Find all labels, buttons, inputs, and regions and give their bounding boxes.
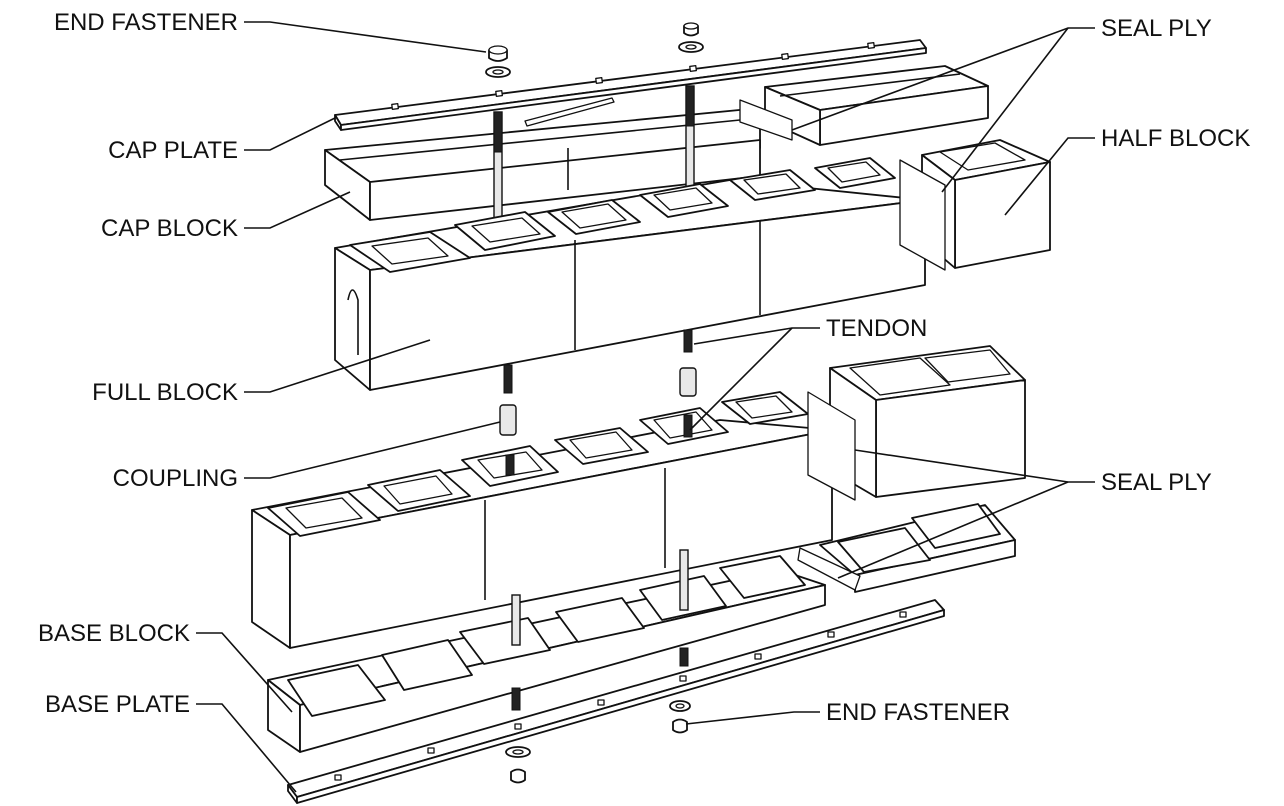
labels: END FASTENER CAP PLATE CAP BLOCK FULL BL… bbox=[38, 9, 1250, 726]
cap-block-right bbox=[739, 65, 989, 146]
cap-block bbox=[324, 88, 761, 221]
half-block bbox=[899, 139, 1051, 271]
lower-block-sockets bbox=[267, 391, 809, 537]
label-seal-ply-bottom: SEAL PLY bbox=[1101, 469, 1212, 496]
label-base-plate: BASE PLATE bbox=[45, 691, 190, 718]
base-plate bbox=[287, 599, 945, 804]
label-cap-block: CAP BLOCK bbox=[101, 215, 238, 242]
label-base-block: BASE BLOCK bbox=[38, 620, 190, 647]
coupling-parts bbox=[499, 329, 697, 436]
end-fastener-top bbox=[485, 22, 704, 78]
label-seal-ply-top: SEAL PLY bbox=[1101, 15, 1212, 42]
label-full-block: FULL BLOCK bbox=[92, 379, 238, 406]
cap-plate-holes bbox=[391, 41, 875, 110]
label-coupling: COUPLING bbox=[113, 465, 238, 492]
lower-full-block bbox=[251, 391, 833, 649]
label-end-fastener-bottom: END FASTENER bbox=[826, 699, 1010, 726]
label-end-fastener-top: END FASTENER bbox=[54, 9, 238, 36]
cap-plate bbox=[334, 39, 927, 131]
base-plate-holes bbox=[334, 611, 907, 781]
base-block-right bbox=[797, 503, 1016, 593]
leader-lines bbox=[196, 21, 1095, 793]
label-half-block: HALF BLOCK bbox=[1101, 125, 1250, 152]
full-block-sockets bbox=[349, 157, 896, 273]
label-cap-plate: CAP PLATE bbox=[108, 137, 238, 164]
full-block bbox=[334, 157, 926, 391]
end-fastener-bottom bbox=[505, 700, 691, 784]
tendon-rods-top bbox=[493, 85, 695, 237]
label-tendon: TENDON bbox=[826, 315, 927, 342]
lower-half-block bbox=[807, 345, 1026, 501]
base-block-pads bbox=[287, 555, 806, 717]
base-block bbox=[267, 549, 826, 753]
